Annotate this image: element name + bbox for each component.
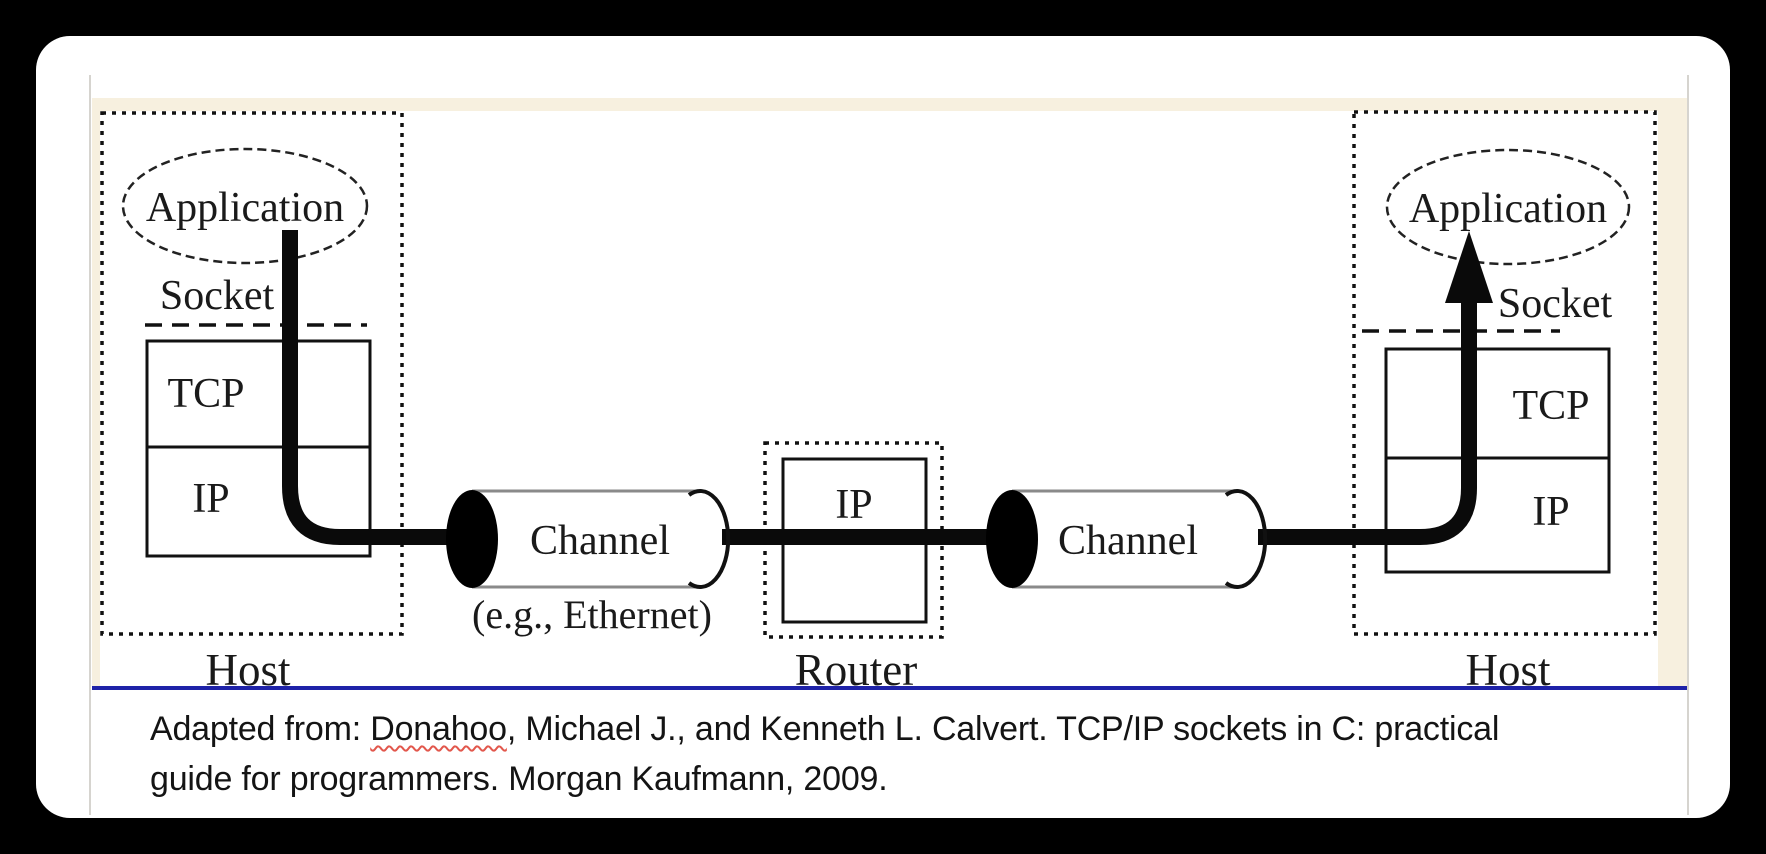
socket-label-left: Socket bbox=[160, 273, 275, 319]
channel-left-open-end bbox=[687, 489, 731, 589]
flow-line-left bbox=[282, 230, 452, 545]
host-label-right: Host bbox=[1465, 645, 1551, 687]
citation-line-1: Adapted from: Donahoo, Michael J., and K… bbox=[150, 704, 1670, 754]
channel-label-right: Channel bbox=[1058, 518, 1198, 564]
citation-line1-rest: , Michael J., and Kenneth L. Calvert. TC… bbox=[506, 710, 1500, 748]
citation-block: Adapted from: Donahoo, Michael J., and K… bbox=[150, 704, 1670, 804]
channel-sublabel-ethernet: (e.g., Ethernet) bbox=[472, 592, 712, 637]
socket-label-right: Socket bbox=[1498, 281, 1613, 327]
application-label-right: Application bbox=[1409, 186, 1607, 232]
ip-label-right: IP bbox=[1532, 489, 1569, 535]
application-label-left: Application bbox=[146, 185, 344, 231]
citation-misspelled-word: Donahoo bbox=[370, 710, 507, 748]
host-label-left: Host bbox=[205, 645, 291, 687]
content-left-rule bbox=[89, 75, 91, 815]
application-ellipse-left bbox=[121, 147, 369, 265]
application-ellipse-right bbox=[1385, 148, 1631, 266]
channel-label-left: Channel bbox=[530, 518, 670, 564]
flow-line-right bbox=[1258, 300, 1477, 545]
tcpip-sockets-diagram: Application Socket TCP IP Channel (e.g.,… bbox=[92, 98, 1687, 687]
router-ip-label: IP bbox=[835, 482, 872, 528]
tcp-label-right: TCP bbox=[1512, 383, 1589, 429]
host-right-dotted-box bbox=[1352, 110, 1657, 636]
slide-window: Application Socket TCP IP Channel (e.g.,… bbox=[36, 36, 1730, 818]
citation-line-2: guide for programmers. Morgan Kaufmann, … bbox=[150, 760, 888, 798]
flow-arrowhead bbox=[1445, 231, 1493, 303]
channel-right-end-cap bbox=[986, 490, 1038, 588]
slide-divider-line bbox=[92, 686, 1687, 690]
host-left-dotted-box bbox=[100, 111, 404, 636]
tcp-label-left: TCP bbox=[167, 371, 244, 417]
channel-right-open-end bbox=[1224, 489, 1268, 589]
router-label: Router bbox=[795, 645, 917, 687]
ip-label-left: IP bbox=[192, 476, 229, 522]
citation-prefix: Adapted from: bbox=[150, 710, 371, 748]
content-right-rule bbox=[1687, 75, 1689, 815]
channel-left-end-cap bbox=[446, 490, 498, 588]
